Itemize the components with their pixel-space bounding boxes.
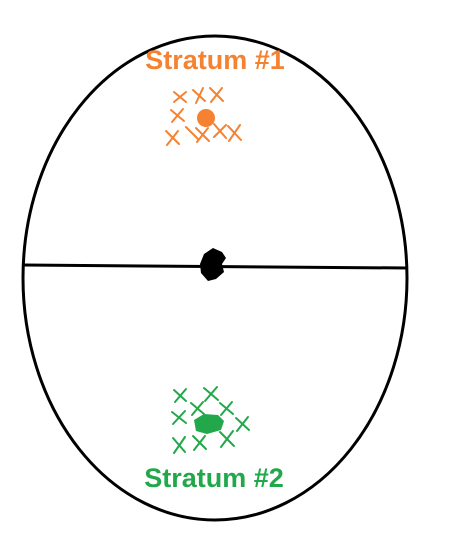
stratum-2-x-mark <box>171 410 187 425</box>
stratum-1-x-mark <box>170 108 185 123</box>
stratum-1-x-mark <box>195 127 210 143</box>
population-center-marker <box>200 248 226 281</box>
stratum-2-x-mark <box>172 436 186 454</box>
stratum-2-x-mark <box>219 401 234 416</box>
stratum-2-sample-marks <box>171 386 250 454</box>
stratum-1-x-mark <box>227 124 242 142</box>
stratum-1-x-mark <box>173 91 187 103</box>
stratum-2-x-mark <box>190 401 205 416</box>
stratum-1-x-mark <box>165 130 180 146</box>
stratum-2-label: Stratum #2 <box>144 463 284 493</box>
stratum-1-x-mark <box>185 126 199 140</box>
stratum-1-center-marker <box>197 109 215 127</box>
stratum-2-x-mark <box>235 416 250 432</box>
stratum-2-x-mark <box>219 430 235 448</box>
stratum-1-label: Stratum #1 <box>145 45 285 75</box>
stratum-2-x-mark <box>192 435 207 451</box>
population-ellipse <box>21 34 409 522</box>
stratum-1-x-mark <box>192 87 206 104</box>
stratum-1-sample-marks <box>165 87 242 146</box>
stratum-2-x-mark <box>203 386 219 402</box>
stratum-1-x-mark <box>209 87 224 103</box>
stratum-2-center-marker <box>194 414 224 434</box>
stratum-1-x-mark <box>213 123 227 139</box>
stratum-2-x-mark <box>173 388 187 403</box>
